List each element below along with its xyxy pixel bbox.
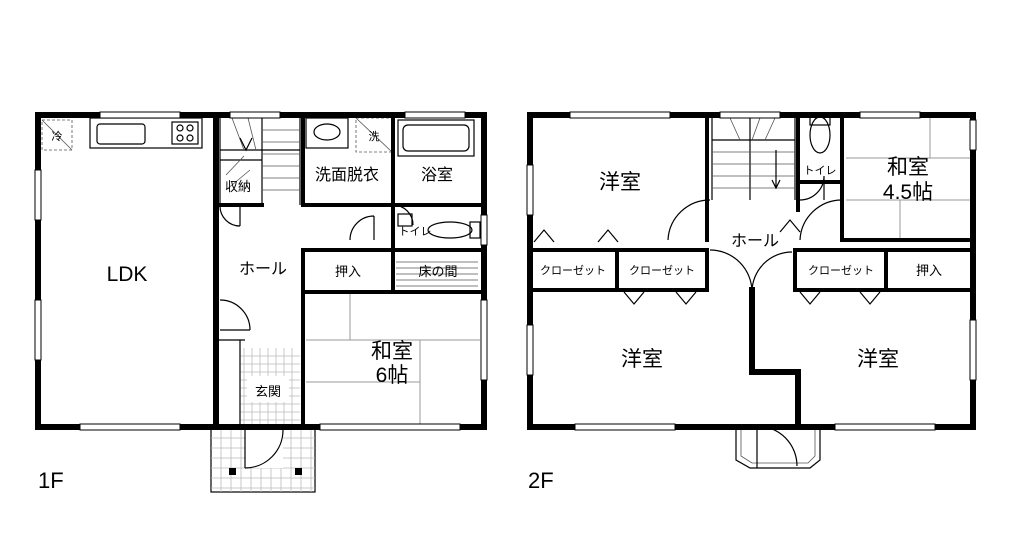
tatami-lines-1f [306,294,480,424]
stairs-1f [219,117,301,205]
closet-shelves-2f [533,219,881,305]
room-label-genkan: 玄関 [255,384,281,399]
room-label-storage: 収納 [225,179,251,194]
room-label-closet-2: クローゼット [629,264,695,277]
windows-1f [34,111,488,431]
room-label-closet-3: クローゼット [808,264,874,277]
room-label-washitsu-2f: 和室 [887,156,929,179]
floor-2f: 洋室 トイレ 和室 4.5帖 ホール クローゼット クローゼット クローゼット … [526,111,977,493]
genkan-tiles [240,348,300,425]
room-label-tokonoma: 床の間 [418,264,457,279]
room-label-toilet-2f: トイレ [804,165,837,177]
fridge-symbol: 冷 [52,130,63,143]
room-label-hall-1f: ホール [239,261,287,278]
washroom-fixtures [305,117,475,157]
room-label-youshitsu-nw: 洋室 [599,171,641,194]
kitchen-counter [41,117,203,151]
bay-window [735,425,821,469]
doors-1f [219,204,414,469]
room-label-ldk: LDK [107,263,148,286]
windows-2f [526,111,977,431]
tokonoma-pattern [396,261,478,287]
room-label-closet-1: クローゼット [540,264,606,277]
toilet-2f-fixture [809,116,831,154]
tatami-lines-2f [846,115,972,242]
stairs-2f [711,117,796,200]
room-label-hall-2f: ホール [731,233,779,250]
room-label-oshiire-2f: 押入 [916,263,942,278]
room-label-toilet-1f: トイレ [399,226,432,238]
room-label-youshitsu-se: 洋室 [857,348,899,371]
toilet-1f-fixture [397,213,481,239]
walls-1f [35,112,487,430]
floor-label-2f: 2F [528,468,554,493]
porch-tiles [210,427,316,493]
room-label-youshitsu-sw: 洋室 [621,348,663,371]
floor-1f: LDK ホール 収納 洗面脱衣 浴室 トイレ 押入 床の間 和室 6帖 玄関 冷… [34,111,488,493]
washer-symbol: 洗 [369,130,380,143]
room-label-washitsu-1f: 和室 [371,340,413,363]
room-label-washitsu-2f-size: 4.5帖 [883,181,933,204]
room-label-oshiire-1f: 押入 [335,264,361,279]
room-label-washroom: 洗面脱衣 [315,166,379,184]
room-label-bath: 浴室 [421,166,453,184]
floor-label-1f: 1F [38,468,64,493]
room-label-washitsu-1f-size: 6帖 [376,364,409,387]
